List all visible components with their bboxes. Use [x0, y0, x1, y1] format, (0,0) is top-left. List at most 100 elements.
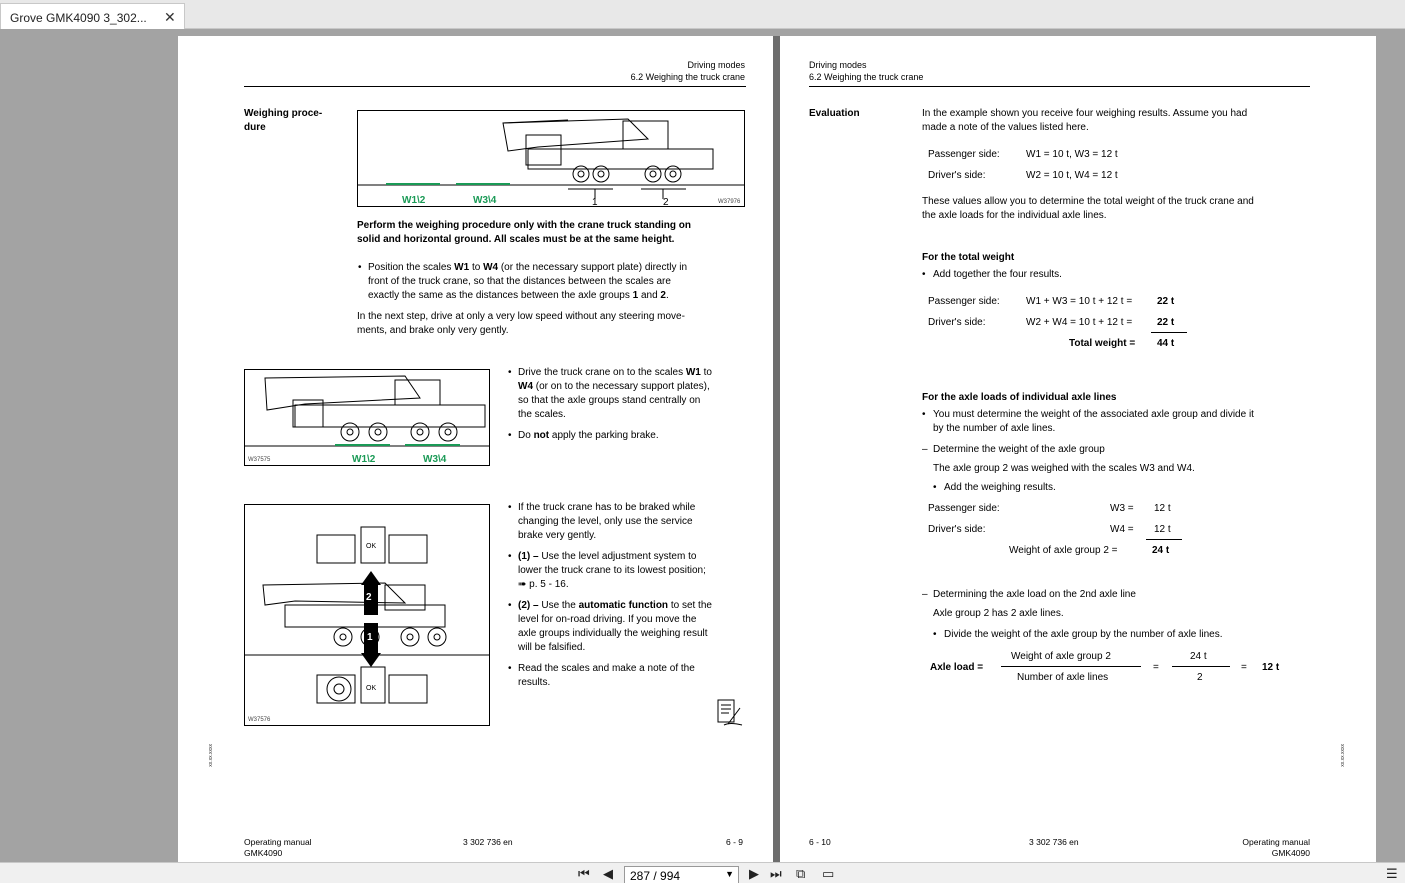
fig3-ok-top: OK	[366, 543, 377, 550]
next-page-icon[interactable]: ▶	[749, 866, 759, 881]
header-chapter: Driving modes	[687, 60, 745, 70]
w4-value: 12 t	[1154, 524, 1171, 535]
bullet-dot: •	[508, 663, 512, 674]
axle-heading: For the axle loads of individual axle li…	[922, 392, 1117, 403]
page-right: Driving modes 6.2 Weighing the truck cra…	[780, 36, 1376, 862]
bullet-5-line-3[interactable]: ➠ p. 5 - 16.	[518, 579, 569, 590]
previous-page-icon[interactable]: ◀	[603, 866, 613, 881]
figure-level-adjustment: 2 1 OK OK W37576	[244, 504, 490, 726]
fraction2-bar	[1172, 666, 1230, 667]
footer-model: GMK4090	[1271, 848, 1310, 858]
axle-bullet-line-2: by the number of axle lines.	[933, 423, 1056, 434]
bullet-2-line-1: Drive the truck crane on to the scales W…	[518, 367, 712, 378]
footer-manual: Operating manual	[244, 837, 312, 847]
bullet-dot: •	[508, 600, 512, 611]
intro2-line-2: the axle loads for the individual axle l…	[922, 210, 1107, 221]
bullet-dot: •	[933, 629, 937, 640]
dash: –	[922, 444, 928, 455]
sum-rule	[1151, 332, 1187, 333]
ag-driver-label: Driver's side:	[928, 524, 986, 535]
para-line-1: In the next step, drive at only a very l…	[357, 311, 685, 322]
bullet-4-line-2: changing the level, only use the service	[518, 516, 693, 527]
bullet-1-line-3: exactly the same as the distances betwee…	[368, 290, 669, 301]
equals-2: =	[1241, 662, 1247, 673]
tw-passenger-label: Passenger side:	[928, 296, 1000, 307]
equals-1: =	[1153, 662, 1159, 673]
bullet-dot: •	[508, 551, 512, 562]
crane-drawing-2	[245, 375, 489, 447]
figure-crane-on-scales: W37575 W1\2 W3\4	[244, 369, 490, 466]
bullet-dot: •	[508, 367, 512, 378]
bullet-4-line-1: If the truck crane has to be braked whil…	[518, 502, 696, 513]
warning-line-2: solid and horizontal ground. All scales …	[357, 234, 675, 245]
chevron-down-icon: ▼	[725, 869, 734, 879]
page-separator	[773, 36, 780, 862]
close-icon[interactable]: ✕	[164, 9, 176, 25]
axle-load-dash: Determining the axle load on the 2nd axl…	[933, 589, 1136, 600]
intro-line-1: In the example shown you receive four we…	[922, 108, 1248, 119]
bullet-6-line-2: level for on-road driving. If you move t…	[518, 614, 697, 625]
first-page-icon[interactable]: ⏮	[578, 866, 590, 881]
fraction-numerator: Weight of axle group 2	[1011, 651, 1111, 662]
header-section: 6.2 Weighing the truck crane	[630, 72, 745, 82]
bullet-3: Do not apply the parking brake.	[518, 430, 659, 441]
header-section: 6.2 Weighing the truck crane	[809, 72, 924, 82]
page-selector[interactable]: 287 / 994 ▼	[624, 866, 739, 883]
footer-doc-number: 3 302 736 en	[463, 837, 513, 847]
axle-group-weight-label: Weight of axle group 2 =	[1009, 545, 1118, 556]
axle-dash-1: Determine the weight of the axle group	[933, 444, 1105, 455]
crane-drawing-3	[245, 526, 489, 704]
fig1-label-1: 1	[592, 197, 598, 208]
fig3-label-2: 2	[366, 592, 372, 603]
footer-page-number: 6 - 9	[726, 837, 744, 847]
passenger-values: W1 = 10 t, W3 = 12 t	[1026, 149, 1118, 160]
side-date: xx.xx.xxxx	[208, 744, 214, 767]
axle-load-label: Axle load =	[930, 662, 984, 673]
axle-group-weight-result: 24 t	[1152, 545, 1170, 556]
bullet-dot: •	[508, 502, 512, 513]
bullet-dot: •	[933, 482, 937, 493]
side-heading-1: Weighing proce-	[244, 108, 323, 119]
bullet-4-line-3: brake very gently.	[518, 530, 597, 541]
two-page-view-icon[interactable]: ⧉	[796, 866, 806, 881]
fraction-denominator: Number of axle lines	[1017, 672, 1109, 683]
warning-line-1: Perform the weighing procedure only with…	[357, 220, 691, 231]
dash: –	[922, 589, 928, 600]
w3-value: 12 t	[1154, 503, 1171, 514]
side-heading-2: dure	[244, 122, 266, 133]
bullet-2-line-3: so that the axle groups stand centrally …	[518, 395, 701, 406]
fig2-code: W37575	[248, 457, 271, 463]
tw-passenger-result: 22 t	[1157, 296, 1175, 307]
fig3-label-1: 1	[367, 632, 373, 643]
bullet-dot: •	[922, 409, 926, 420]
tw-passenger-equation: W1 + W3 = 10 t + 12 t =	[1026, 296, 1133, 307]
figure-crane-scales: W1\2 W3\4 1 2 W37976	[357, 110, 745, 208]
bullet-7-line-2: results.	[518, 677, 551, 688]
bullet-6-line-4: will be falsified.	[518, 642, 586, 653]
note-icon	[717, 699, 743, 726]
menu-icon[interactable]: ☰	[1386, 866, 1398, 881]
axle-sub-1: The axle group 2 was weighed with the sc…	[933, 463, 1195, 474]
fig1-label-w12: W1\2	[402, 195, 426, 206]
footer-doc-number: 3 302 736 en	[1029, 837, 1079, 847]
bullet-5-line-1: (1) – Use the level adjustment system to	[518, 551, 697, 562]
fig3-ok-bottom: OK	[366, 685, 377, 692]
axle-bullet-line-1: You must determine the weight of the ass…	[933, 409, 1254, 420]
fraction-bar	[1001, 666, 1141, 667]
fig1-label-2: 2	[663, 197, 669, 208]
tw-driver-label: Driver's side:	[928, 317, 986, 328]
bullet-5-line-2: lower the truck crane to its lowest posi…	[518, 565, 706, 576]
para-line-2: ments, and brake only very gently.	[357, 325, 509, 336]
bullet-1-line-2: front of the truck crane, so that the di…	[368, 276, 671, 287]
crane-drawing-1	[358, 118, 744, 199]
document-tab[interactable]: Grove GMK4090 3_302... ✕	[0, 3, 185, 29]
sum-rule-2	[1146, 539, 1182, 540]
single-page-view-icon[interactable]: ▭	[822, 866, 835, 881]
bullet-dot: •	[358, 262, 362, 273]
tw-driver-result: 22 t	[1157, 317, 1175, 328]
header-rule	[809, 86, 1310, 87]
last-page-icon[interactable]: ⏭	[770, 866, 782, 881]
bullet-6-line-1: (2) – Use the automatic function to set …	[518, 600, 712, 611]
fraction2-numerator: 24 t	[1190, 651, 1207, 662]
footer-manual: Operating manual	[1242, 837, 1310, 847]
